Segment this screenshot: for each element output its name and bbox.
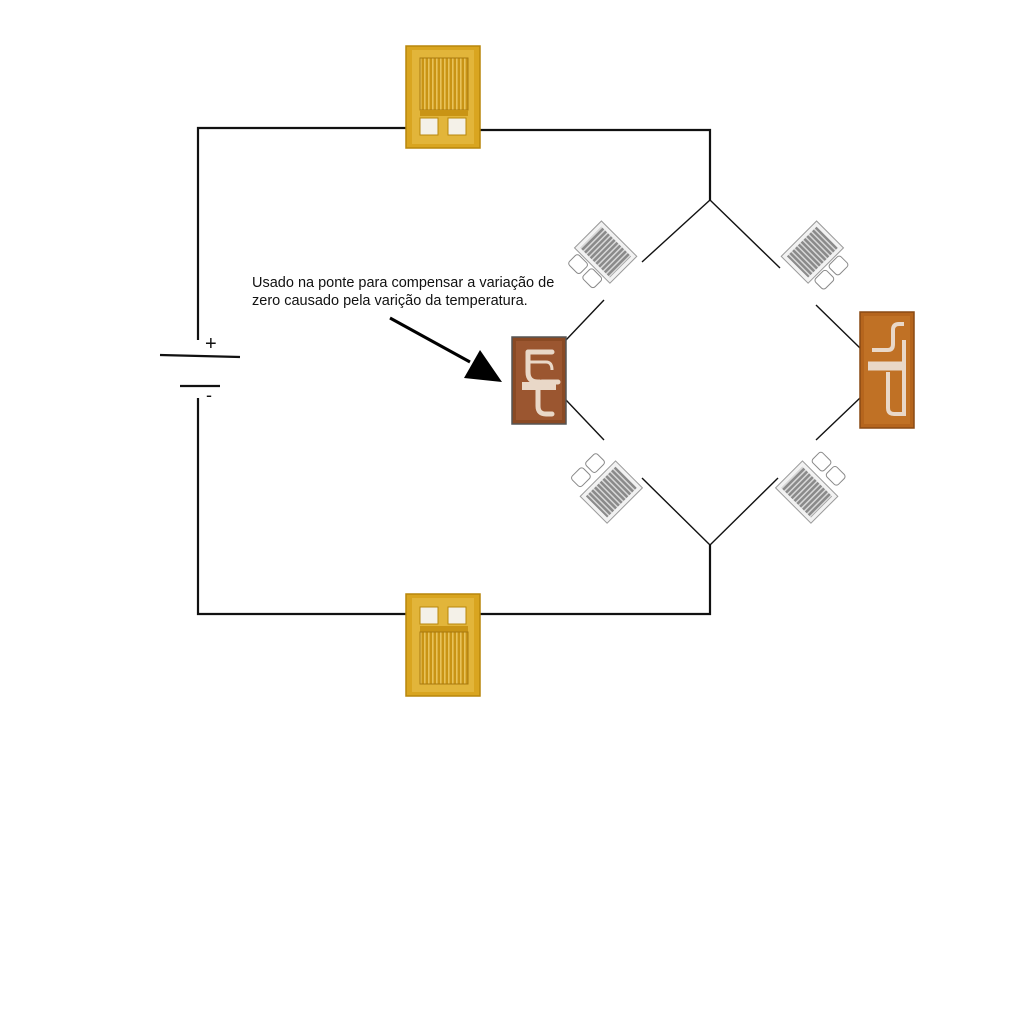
strain-gauge-bottom: [405, 593, 481, 697]
annotation-line-2: zero causado pela varição da temperatura…: [252, 293, 528, 309]
strain-gauge-bridge-lower-right: [774, 451, 846, 524]
bridge-wire-lower-left: [565, 399, 605, 441]
annotation-line-1: Usado na ponte para compensar a variação…: [252, 275, 555, 291]
bridge-wire-lower-right: [709, 477, 779, 546]
wire-bottom-right: [480, 545, 712, 616]
temperature-compensation-gauge-left: [511, 336, 567, 425]
wire-bottom: [196, 398, 406, 616]
bridge-wire-upper-right: [709, 199, 781, 269]
battery-negative-label: -: [206, 385, 212, 405]
strain-gauge-bridge-upper-left: [568, 220, 638, 289]
annotation-arrow: [389, 316, 502, 382]
strain-gauge-top: [405, 45, 481, 149]
battery-positive-label: +: [205, 333, 217, 355]
wire-top: [196, 126, 406, 340]
bridge-wire-upper-left: [641, 199, 711, 263]
battery-positive-plate: [159, 353, 241, 359]
temperature-compensation-gauge-right: [859, 311, 915, 429]
bridge-wire-upper-left-2: [565, 299, 605, 341]
circuit-wires: [196, 126, 861, 616]
strain-gauge-bridge-lower-left: [571, 453, 644, 524]
strain-gauge-bridge-upper-right: [780, 220, 849, 290]
annotation-text: Usado na ponte para compensar a variação…: [252, 274, 572, 310]
wire-top-right: [480, 128, 712, 200]
bridge-wire-upper-right-2: [815, 304, 861, 349]
battery-symbol: + -: [159, 333, 241, 405]
bridge-wire-lower-left-2: [641, 477, 711, 546]
bridge-wire-lower-right-2: [815, 397, 861, 441]
